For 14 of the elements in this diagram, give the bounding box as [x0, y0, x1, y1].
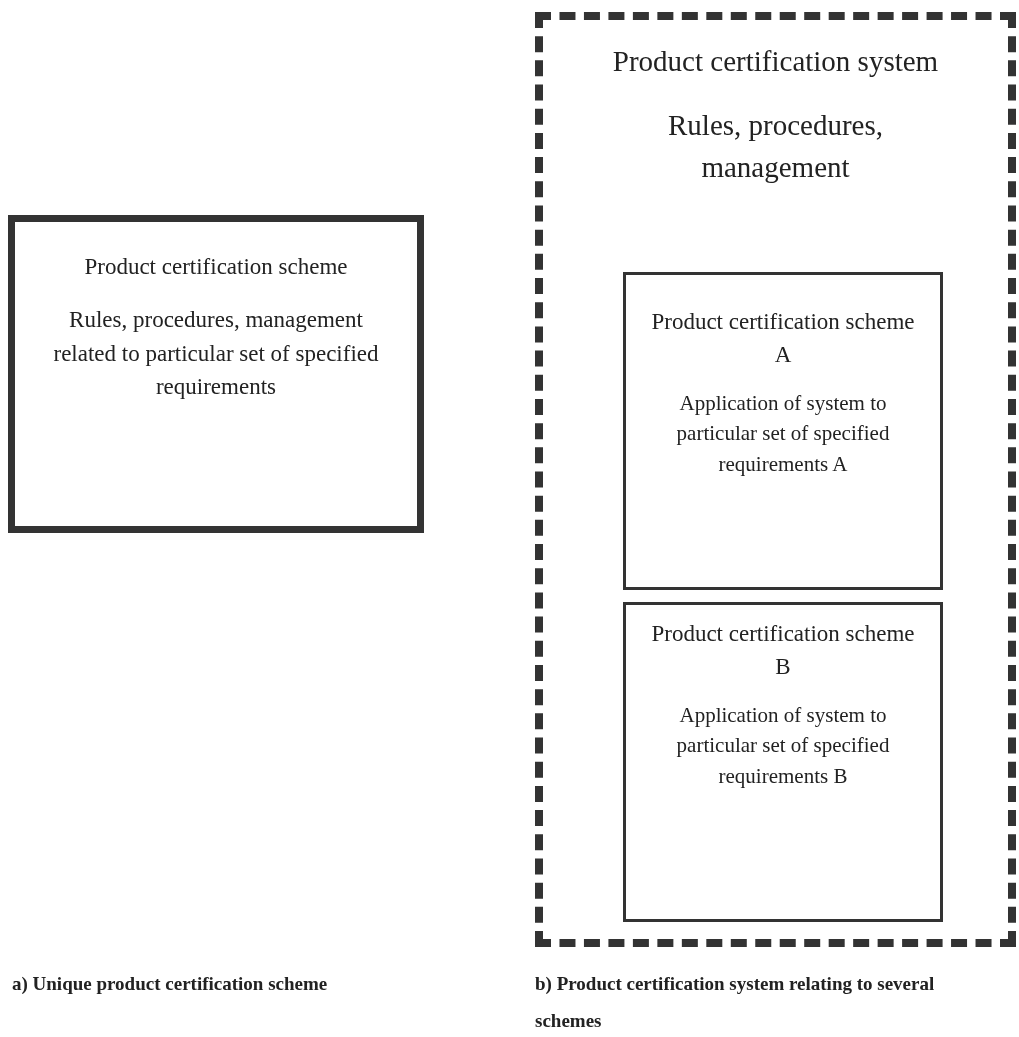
box-description: Application of system to particular set of specified requirements B — [675, 701, 891, 790]
box-heading: Product certification scheme B — [650, 620, 916, 682]
scheme-box — [623, 602, 943, 922]
box-description: Rules, procedures, management — [667, 108, 884, 186]
system-dashed-box — [535, 12, 1016, 947]
panel-caption: a) Unique product certification scheme — [12, 972, 329, 996]
scheme-box — [623, 272, 943, 590]
panel-caption: b) Product certification system relating to several schemes — [535, 972, 936, 1033]
box-heading: Product certification scheme — [84, 253, 348, 281]
box-heading: Product certification system — [612, 44, 939, 79]
box-description: Rules, procedures, management related to particular set of specified requirements — [52, 306, 380, 402]
scheme-box — [8, 215, 424, 533]
box-description: Application of system to particular set of specified requirements A — [675, 389, 891, 478]
box-heading: Product certification scheme A — [650, 308, 916, 370]
